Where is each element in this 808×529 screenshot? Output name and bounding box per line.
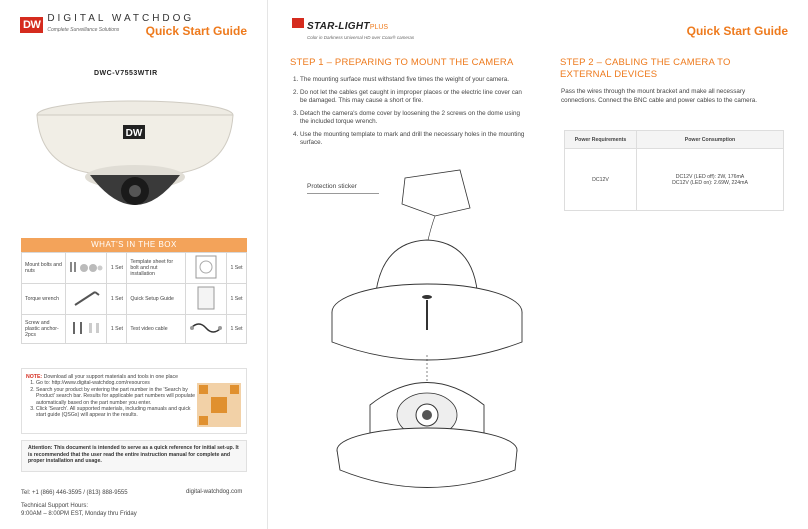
dw-logo-text: DIGITAL WATCHDOG Complete Surveillance S… (47, 14, 194, 35)
page-title: Quick Start Guide (686, 24, 788, 38)
item-name: Test video cable (126, 314, 186, 344)
dw-logo-badge: DW (20, 16, 44, 33)
table-row: DC12V DC12V (LED off): 2W, 176mA DC12V (… (564, 148, 784, 211)
template-sheet-image (185, 252, 227, 284)
item-qty: 1 Set (226, 283, 247, 315)
attention-box: Attention: This document is intended to … (21, 440, 247, 472)
right-page: STAR-LIGHTPLUS Color in Darkness Univers… (270, 0, 808, 529)
support-hours: 9:00AM – 8:00PM EST, Monday thru Friday (21, 511, 137, 517)
right-header: STAR-LIGHTPLUS Color in Darkness Univers… (270, 0, 808, 42)
list-item: Go to: http://www.digital-watchdog.com/r… (36, 380, 201, 386)
item-qty: 1 Set (226, 314, 247, 344)
power-requirements-header: Power Requirements (564, 130, 637, 149)
item-name: Quick Setup Guide (126, 283, 186, 315)
mounting-diagram (331, 169, 523, 488)
camera-logo: DW (126, 128, 143, 139)
power-requirement-value: DC12V (564, 148, 637, 211)
table-row: Torque wrench 1 Set Quick Setup Guide 1 … (20, 283, 247, 315)
screws-image (65, 314, 108, 344)
table-row: Screw and plastic anchor-2pcs 1 Set Test… (20, 314, 247, 344)
item-name: Mount bolts and nuts (20, 252, 67, 284)
website-link[interactable]: digital-watchdog.com (186, 489, 243, 495)
wrench-image (65, 283, 108, 315)
item-qty: 1 Set (106, 283, 128, 315)
table-header-row: Power Requirements Power Consumption (564, 130, 784, 149)
page-title: Quick Start Guide (145, 24, 247, 38)
starlight-logo: STAR-LIGHTPLUS Color in Darkness Univers… (292, 16, 414, 40)
box-contents-table: Mount bolts and nuts 1 Set Template shee… (20, 252, 247, 344)
left-header: DW DIGITAL WATCHDOG Complete Surveillanc… (0, 0, 267, 42)
camera-image: DW (36, 100, 234, 205)
note-label: NOTE: (26, 374, 43, 380)
power-consumption-led-on: DC12V (LED on): 2.69W, 224mA (672, 179, 748, 186)
starlight-name: STAR-LIGHT (307, 21, 370, 32)
starlight-tagline: Color in Darkness Universal HD over Coax… (307, 35, 415, 40)
contact-info: Tel: +1 (866) 446-3595 / (813) 888-9555 … (21, 489, 137, 518)
model-number: DWC-V7553WTIR (94, 70, 158, 77)
item-qty: 1 Set (106, 252, 128, 284)
note-list: Go to: http://www.digital-watchdog.com/r… (36, 380, 201, 418)
starlight-plus: PLUS (369, 24, 389, 31)
support-hours-label: Technical Support Hours: (21, 503, 89, 509)
phone: Tel: +1 (866) 446-3595 / (813) 888-9555 (21, 490, 128, 496)
list-item: Click 'Search'. All supported materials,… (36, 406, 201, 419)
dw-logo-name: DIGITAL WATCHDOG (47, 13, 195, 24)
qr-code-image (197, 383, 241, 427)
cable-image (185, 314, 227, 344)
list-item: Search your product by entering the part… (36, 387, 201, 406)
left-page: DW DIGITAL WATCHDOG Complete Surveillanc… (0, 0, 268, 529)
step2-text: Pass the wires through the mount bracket… (561, 88, 758, 104)
list-item: Detach the camera's dome cover by loosen… (300, 110, 530, 127)
starlight-icon (292, 18, 304, 28)
table-row: Mount bolts and nuts 1 Set Template shee… (20, 252, 247, 284)
item-name: Screw and plastic anchor-2pcs (20, 314, 67, 344)
list-item: Do not let the cables get caught in impr… (300, 89, 530, 106)
list-item: The mounting surface must withstand five… (300, 76, 530, 85)
item-qty: 1 Set (226, 252, 247, 284)
item-name: Torque wrench (20, 283, 67, 315)
power-consumption-led-off: DC12V (LED off): 2W, 176mA (675, 173, 745, 180)
step1-list: The mounting surface must withstand five… (290, 76, 530, 152)
note-lead: Download all your support materials and … (43, 374, 178, 380)
power-consumption-header: Power Consumption (636, 130, 784, 149)
dw-logo-tagline: Complete Surveillance Solutions (47, 27, 120, 33)
step1-title: STEP 1 – PREPARING TO MOUNT THE CAMERA (290, 57, 514, 68)
protection-sticker-label: Protection sticker (307, 183, 357, 190)
note-box: NOTE: Download all your support material… (21, 368, 247, 434)
bolts-image (65, 252, 108, 284)
protection-sticker-leader (307, 193, 379, 194)
power-consumption-cell: DC12V (LED off): 2W, 176mA DC12V (LED on… (636, 148, 784, 211)
box-contents-title: WHAT'S IN THE BOX (21, 238, 247, 252)
list-item: Use the mounting template to mark and dr… (300, 131, 530, 148)
guide-image (185, 283, 227, 315)
step2-title: STEP 2 – CABLING THE CAMERA TO EXTERNAL … (560, 57, 731, 80)
power-table: Power Requirements Power Consumption DC1… (564, 130, 784, 211)
item-qty: 1 Set (106, 314, 128, 344)
item-name: Template sheet for bolt and nut installa… (126, 252, 186, 284)
dw-logo: DW DIGITAL WATCHDOG Complete Surveillanc… (20, 14, 194, 35)
